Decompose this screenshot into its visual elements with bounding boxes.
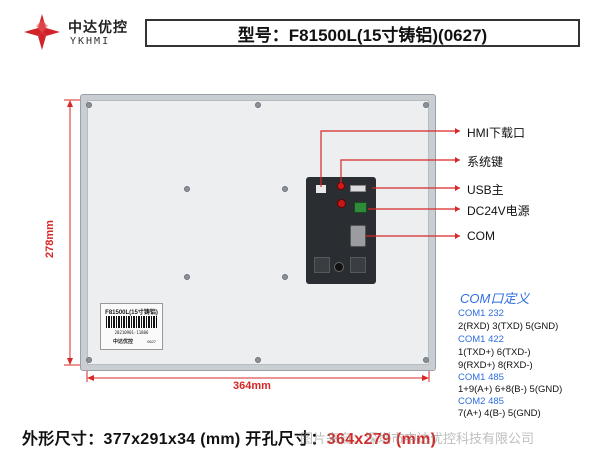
com-port-db9[interactable] xyxy=(350,225,366,247)
barcode xyxy=(106,316,157,328)
ground-screw-icon xyxy=(334,262,344,272)
screw-icon xyxy=(255,357,261,363)
screw-icon xyxy=(184,274,190,280)
com-def-line: COM1 232 xyxy=(458,308,504,319)
com-def-line: 1+9(A+) 6+8(B-) 5(GND) xyxy=(458,384,563,395)
screw-icon xyxy=(86,102,92,108)
screw-icon xyxy=(184,186,190,192)
hmi-download-port[interactable] xyxy=(316,185,326,193)
model-title: 型号：F81500L(15寸铸铝)(0627) xyxy=(145,19,580,47)
dimension-footer: 外形尺寸：377x291x34 (mm) 开孔尺寸：364x279 (mm) xyxy=(22,425,436,449)
com-definition-title: COM口定义 xyxy=(460,291,530,306)
com-def-line: 7(A+) 4(B-) 5(GND) xyxy=(458,408,541,419)
sticker-code: 0627 xyxy=(147,339,156,344)
blank-cover xyxy=(314,257,330,273)
screw-icon xyxy=(282,186,288,192)
io-panel xyxy=(306,177,376,284)
screw-icon xyxy=(86,357,92,363)
sticker-brand: 中达优控 xyxy=(113,339,134,345)
width-dimension: 364mm xyxy=(233,380,271,392)
callout-power: DC24V电源 xyxy=(467,204,530,218)
model-title-text: 型号：F81500L(15寸铸铝)(0627) xyxy=(237,25,488,45)
screw-icon xyxy=(423,357,429,363)
screw-icon xyxy=(255,102,261,108)
brand-name-cn: 中达优控 xyxy=(68,19,128,35)
sticker-serial: 20210901-11886 xyxy=(114,330,149,335)
com-def-line: 9(RXD+) 8(RXD-) xyxy=(458,360,533,371)
screw-icon xyxy=(423,102,429,108)
callout-system-key: 系统键 xyxy=(467,155,504,169)
usb-host-port[interactable] xyxy=(350,185,366,192)
product-label: F81500L(15寸铸铝) 20210901-11886 中达优控 0627 xyxy=(100,303,163,350)
callout-com: COM xyxy=(467,229,495,243)
cutout-dimension-text: 364x279 (mm) xyxy=(326,431,437,448)
com-def-line: COM2 485 xyxy=(458,396,504,407)
watermark: 图片来自：深圳市中达优控科技有限公司 xyxy=(300,431,535,446)
screw-icon xyxy=(282,274,288,280)
outer-dimension-text: 外形尺寸：377x291x34 (mm) 开孔尺寸： xyxy=(22,431,327,448)
com-def-line: 1(TXD+) 6(TXD-) xyxy=(458,347,531,358)
height-dimension: 278mm xyxy=(44,220,56,258)
brand-name-en: YKHMI xyxy=(70,36,111,47)
com-def-line: COM1 422 xyxy=(458,334,504,345)
blank-cover xyxy=(350,257,366,273)
system-key-indicator xyxy=(337,199,346,208)
dc24v-power-terminal[interactable] xyxy=(354,202,367,213)
callout-usb: USB主 xyxy=(467,183,504,197)
brand-logo-icon xyxy=(24,14,60,50)
callout-hmi-download: HMI下载口 xyxy=(467,126,525,140)
com-def-line: 2(RXD) 3(TXD) 5(GND) xyxy=(458,321,559,332)
com-def-line: COM1 485 xyxy=(458,372,504,383)
sticker-model: F81500L(15寸铸铝) xyxy=(105,310,158,316)
